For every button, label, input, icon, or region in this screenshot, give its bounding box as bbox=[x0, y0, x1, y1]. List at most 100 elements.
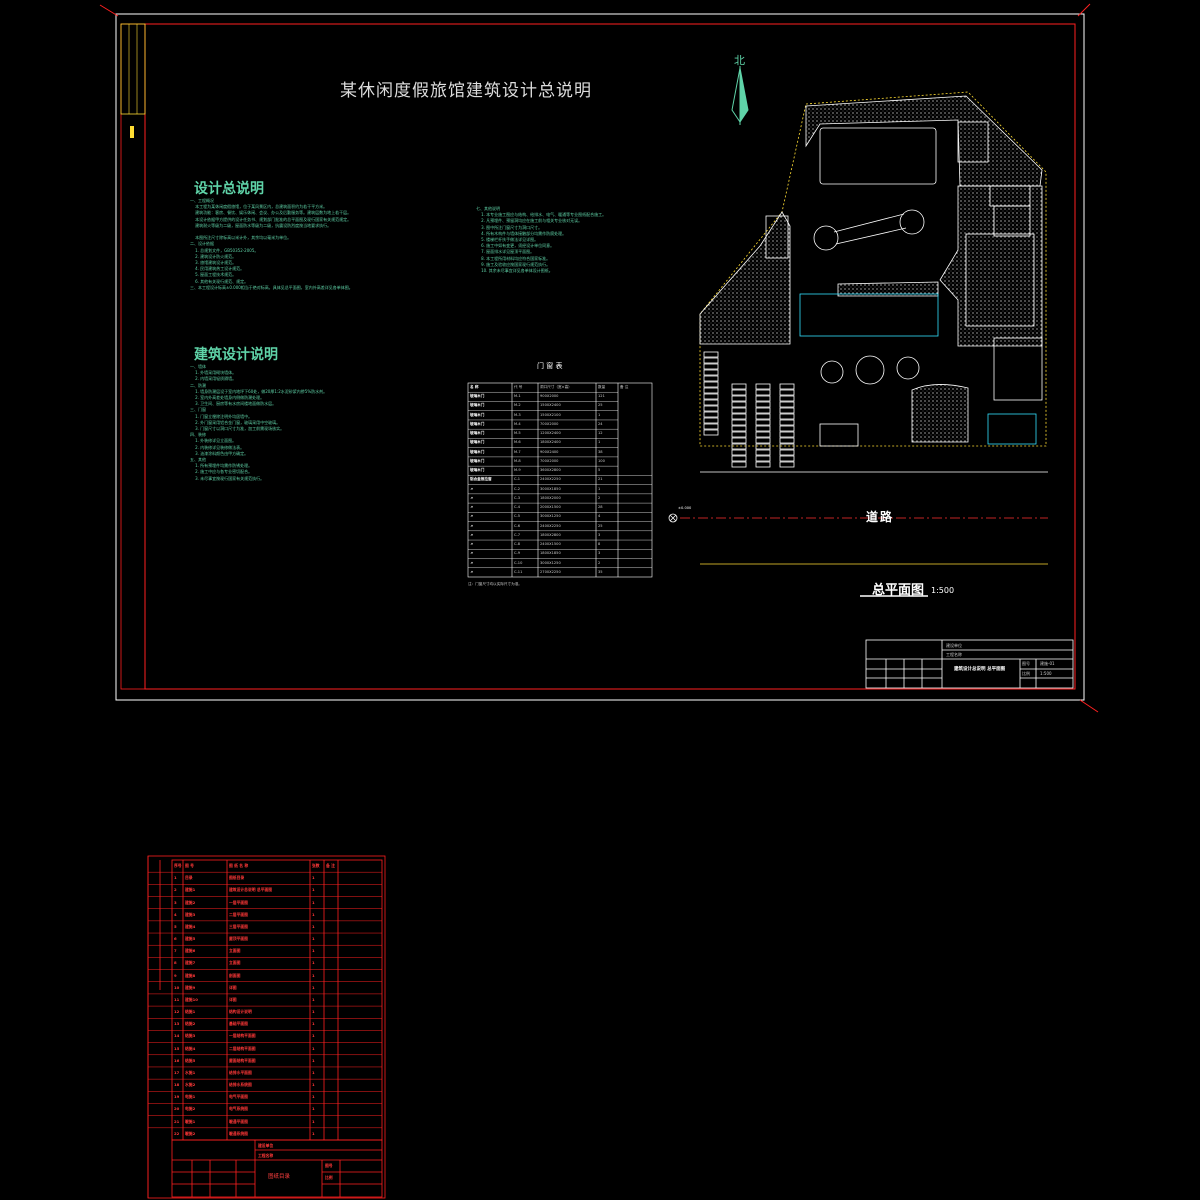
drawing-index-cell: 19 bbox=[174, 1094, 180, 1100]
parking-stall bbox=[703, 423, 719, 430]
drawing-index-cell: 1 bbox=[312, 887, 315, 893]
door-table-cell: 玻璃木门 bbox=[470, 421, 485, 426]
parking-stall bbox=[703, 369, 719, 376]
door-table-cell: 28 bbox=[598, 505, 603, 510]
door-table-cell: 〃 bbox=[470, 542, 474, 547]
door-table-cell: M-4 bbox=[514, 421, 521, 426]
drawing-index-cell: 1 bbox=[312, 923, 315, 929]
door-table-header: 备 注 bbox=[620, 385, 629, 389]
drawing-index-cell: 13 bbox=[174, 1021, 180, 1027]
parking-stall bbox=[703, 429, 719, 436]
parking-stall bbox=[779, 437, 795, 444]
drawing-index-cell: 二层结构平面图 bbox=[229, 1045, 256, 1051]
parking-stall bbox=[755, 419, 771, 426]
door-table-cell: 〃 bbox=[470, 486, 474, 491]
door-table-header: 代 号 bbox=[514, 385, 523, 389]
parking-stall bbox=[731, 389, 747, 396]
drawing-index-cell: 6 bbox=[174, 936, 177, 942]
parking-stall bbox=[755, 383, 771, 390]
door-table-cell: 2400X2250 bbox=[540, 477, 561, 482]
door-table-cell: 玻璃木门 bbox=[470, 431, 485, 436]
parking-stall bbox=[703, 357, 719, 364]
drawing-index-cell: 20 bbox=[174, 1106, 180, 1112]
parking-stall bbox=[703, 351, 719, 358]
arch-heading: 建筑设计说明 bbox=[194, 347, 278, 363]
door-table-cell: 2700X2250 bbox=[540, 569, 561, 574]
parking-stall bbox=[779, 395, 795, 402]
door-table-cell: 1800X2400 bbox=[540, 440, 561, 445]
drawing-index-title: 图纸目录 bbox=[268, 1174, 291, 1180]
door-table-cell: 3 bbox=[598, 532, 601, 537]
parking-stall bbox=[779, 461, 795, 468]
parking-stall bbox=[731, 437, 747, 444]
parking-stall bbox=[755, 389, 771, 396]
tb-scale-label: 比例 bbox=[1022, 671, 1030, 676]
door-table-cell: 玻璃木门 bbox=[470, 458, 485, 463]
drawing-index-cell: 1 bbox=[312, 1057, 315, 1063]
parking-stall bbox=[731, 395, 747, 402]
parking-stall bbox=[779, 455, 795, 462]
drawing-index-cell: 水施2 bbox=[185, 1082, 196, 1088]
door-table-cell: M-1 bbox=[514, 394, 521, 399]
idx-number-label: 图号 bbox=[325, 1163, 333, 1168]
road-label: 道路 bbox=[866, 510, 895, 524]
drawing-index-cell: 17 bbox=[174, 1069, 180, 1075]
drawing-index-cell: 14 bbox=[174, 1033, 180, 1039]
door-table-cell: 〃 bbox=[470, 560, 474, 565]
drawing-index-cell: 9 bbox=[174, 972, 177, 978]
drawing-index-cell: 16 bbox=[174, 1057, 180, 1063]
drawing-index-header: 张数 bbox=[312, 863, 320, 868]
parking-stall bbox=[755, 443, 771, 450]
door-table-cell: 2400X2250 bbox=[540, 523, 561, 528]
door-table-cell: 1500X2400 bbox=[540, 403, 561, 408]
drawing-index-cell: 建施2 bbox=[185, 899, 196, 905]
drawing-index-cell: 1 bbox=[312, 875, 315, 881]
drawing-index-cell: 结构设计说明 bbox=[229, 1009, 252, 1015]
door-table-cell: 2 bbox=[598, 495, 601, 500]
drawing-index-cell: 结施3 bbox=[185, 1033, 196, 1039]
parking-stall bbox=[779, 389, 795, 396]
parking-stall bbox=[755, 437, 771, 444]
door-table-cell: 121 bbox=[598, 394, 605, 399]
drawing-index-cell: 22 bbox=[174, 1130, 180, 1136]
drawing-index-cell: 1 bbox=[312, 1130, 315, 1136]
parking-stall bbox=[731, 383, 747, 390]
drawing-index-cell: 1 bbox=[312, 911, 315, 917]
drawing-index-cell: 结施4 bbox=[185, 1045, 196, 1051]
drawing-index-cell: 图纸目录 bbox=[229, 875, 245, 881]
parking-stall bbox=[703, 405, 719, 412]
sheet-title: 某休闲度假旅馆建筑设计总说明 bbox=[340, 81, 592, 101]
door-table-cell: 2 bbox=[598, 560, 601, 565]
tb-drawing-name: 建筑设计总说明 总平面图 bbox=[954, 667, 1006, 672]
parking-stall bbox=[779, 449, 795, 456]
drawing-index-cell: 三层平面图 bbox=[229, 923, 248, 929]
drawing-index-cell: 1 bbox=[312, 1106, 315, 1112]
door-table-cell: 1800X2800 bbox=[540, 532, 561, 537]
parking-stall bbox=[731, 443, 747, 450]
door-table-cell: 4 bbox=[598, 514, 601, 519]
door-table-cell: 700X2000 bbox=[540, 458, 559, 463]
door-table-cell: M-6 bbox=[514, 440, 521, 445]
tb-client: 建设单位 bbox=[946, 643, 962, 648]
tb-scale: 1:500 bbox=[1040, 671, 1052, 676]
door-table-cell: 700X2000 bbox=[540, 421, 559, 426]
parking-stall bbox=[755, 431, 771, 438]
drawing-index-cell: 18 bbox=[174, 1082, 180, 1088]
door-table-cell: C-1 bbox=[514, 477, 521, 482]
door-table-cell: 1 bbox=[598, 440, 601, 445]
drawing-index-cell: 电气平面图 bbox=[229, 1094, 248, 1100]
drawing-index-cell: 结施2 bbox=[185, 1021, 196, 1027]
door-table-cell: 〃 bbox=[470, 514, 474, 519]
drawing-index-cell: 1 bbox=[312, 1033, 315, 1039]
door-table-note: 注：门窗尺寸均以实际尺寸为准。 bbox=[468, 582, 522, 586]
drawing-index-cell: 4 bbox=[174, 911, 177, 917]
parking-stall bbox=[755, 461, 771, 468]
drawing-index-cell: 暖施1 bbox=[185, 1118, 196, 1124]
door-table-cell: C-4 bbox=[514, 505, 521, 510]
drawing-index-cell: 1 bbox=[312, 984, 315, 990]
door-table-cell: 1800X1850 bbox=[540, 551, 561, 556]
door-table-cell: 玻璃木门 bbox=[470, 403, 485, 408]
parking-stall bbox=[703, 363, 719, 370]
parking-stall bbox=[731, 449, 747, 456]
